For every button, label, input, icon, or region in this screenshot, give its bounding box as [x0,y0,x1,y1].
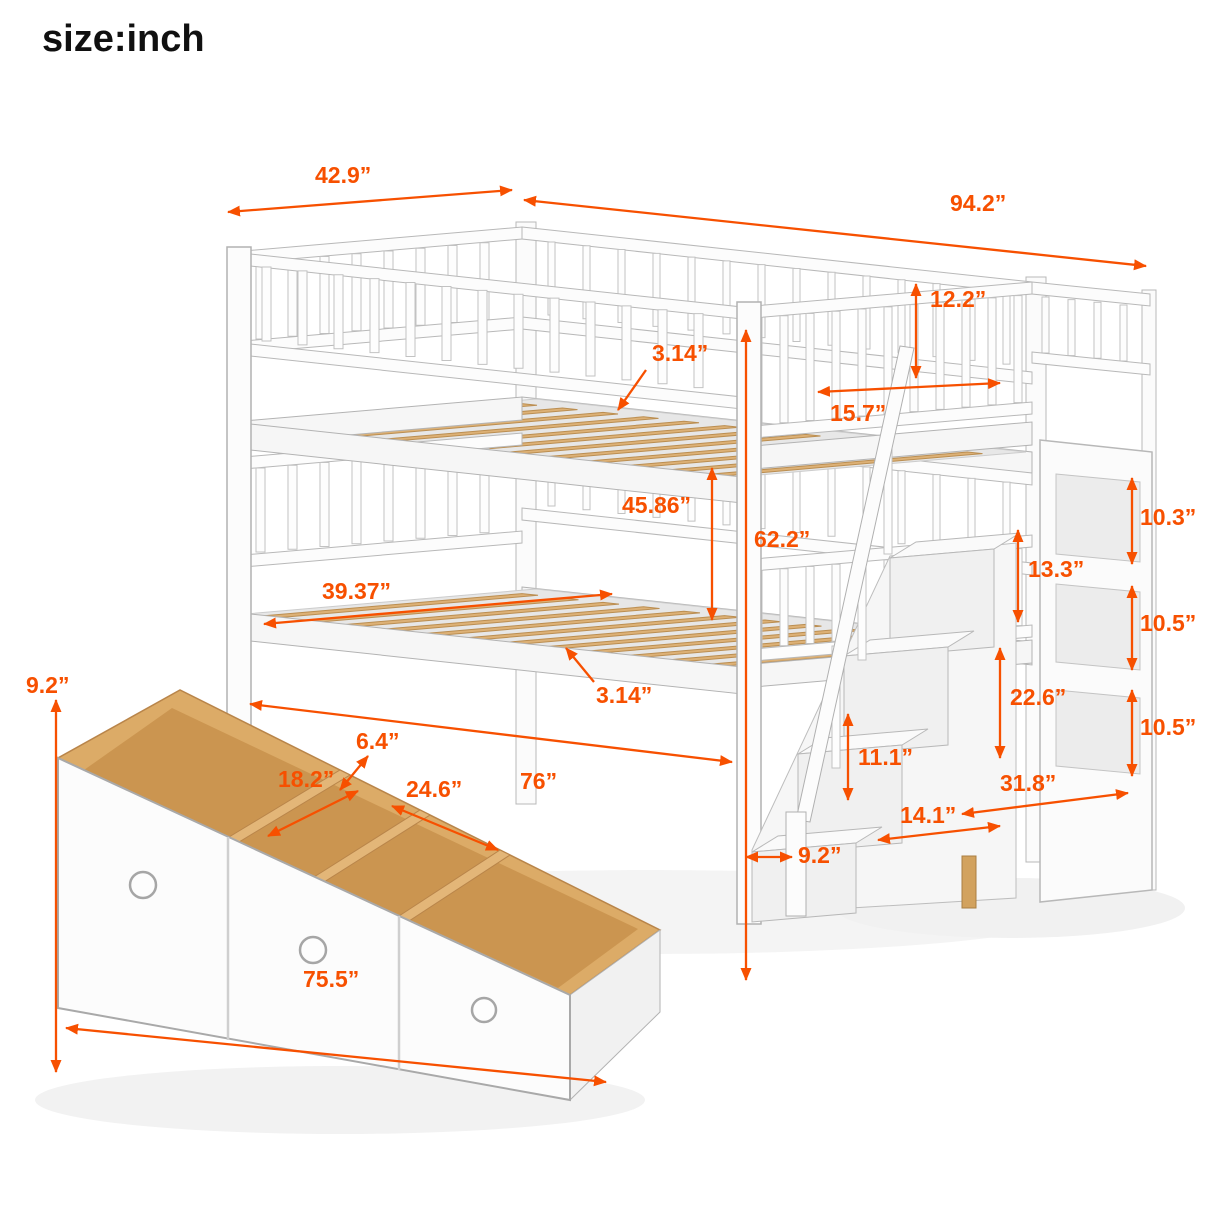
dim-arrow-top-depth [227,185,513,217]
dim-arrow-top-slat-gap [617,369,647,411]
dim-label-lower-width: 39.37” [322,578,392,604]
dim-label-shelf-mid: 10.5” [1140,610,1197,636]
dim-label-divider-height: 6.4” [356,728,400,754]
newel-post [785,811,807,917]
dim-arrow-compartment-length [391,804,499,852]
dim-arrow-stair-storage [961,789,1129,818]
dim-label-top-depth: 42.9” [315,162,372,188]
dim-label-stair-base: 9.2” [798,842,842,868]
page-title: size:inch [42,18,205,60]
dim-arrow-drawer-length [65,1023,607,1087]
stair-handrail [785,345,915,917]
dim-label-shelf-low: 10.5” [1140,714,1197,740]
drawer-knob [128,870,158,900]
dim-label-drawer-height: 9.2” [26,672,70,698]
dim-arrow-total-length [523,195,1147,271]
dim-label-stair-storage: 31.8” [1000,770,1057,796]
dim-arrow-stair-tread [877,821,1001,845]
dim-label-guardrail-height: 12.2” [930,286,987,312]
dim-label-compartment-width: 18.2” [278,766,335,792]
drawer-knob [470,996,498,1024]
dim-label-total-length: 94.2” [950,190,1007,216]
dim-label-clearance-height: 45.86” [622,492,692,518]
dim-label-shelf-top: 10.3” [1140,504,1197,530]
handrail [795,345,915,823]
dim-label-compartment-length: 24.6” [406,776,463,802]
shelf-opening [1055,473,1141,563]
dim-label-footboard-width: 15.7” [830,400,887,426]
dim-arrow-lower-length [249,699,733,767]
dim-arrow-lower-slat-gap [565,647,595,683]
shelf-opening [1055,689,1141,775]
dim-label-stair-13-3: 13.3” [1028,556,1085,582]
stair-upper-guardrail [1031,281,1151,376]
dim-arrow-footboard-width [817,378,1001,397]
dim-label-lower-slat-gap: 3.14” [596,682,653,708]
dim-arrow-lower-width [263,589,613,629]
drawer-knob [298,935,328,965]
stair-leg [961,855,977,909]
dimension-arrows [50,185,1147,1087]
shelf-opening [1055,583,1141,671]
staircase [751,532,1021,923]
dim-label-total-height: 62.2” [754,526,811,552]
dim-label-stair-22-6: 22.6” [1010,684,1067,710]
dim-arrow-compartment-width [267,789,359,838]
dim-label-stair-riser: 11.1” [858,744,913,770]
dim-label-stair-tread: 14.1” [900,802,957,828]
staircase-storage-shelves [1039,439,1153,903]
dim-label-top-slat-gap: 3.14” [652,340,709,366]
dim-label-drawer-length: 75.5” [303,966,360,992]
dim-label-lower-length: 76” [520,768,558,794]
bunk-bed [56,221,1157,1102]
bed-post [736,301,762,925]
stair-riser [889,548,995,657]
